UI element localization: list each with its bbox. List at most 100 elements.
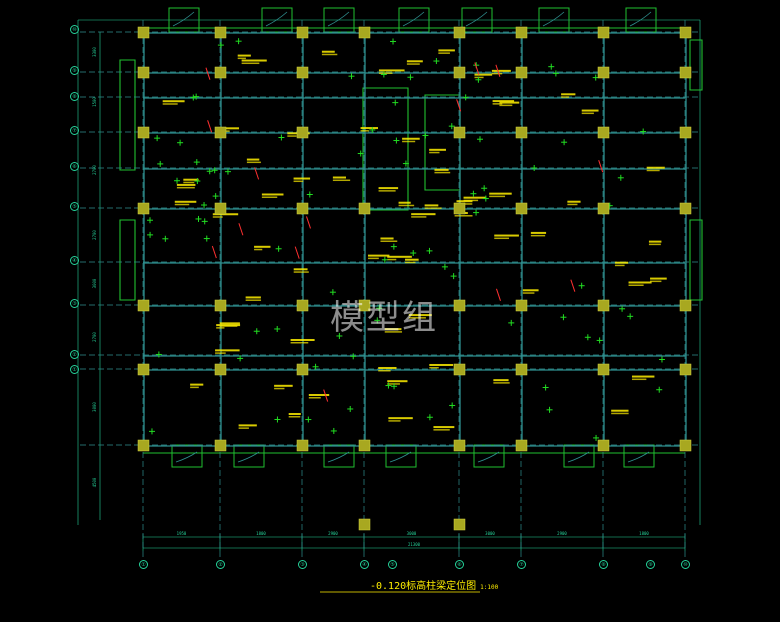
wall-outline [362, 87, 409, 211]
beam-annotation [183, 178, 199, 181]
beam-annotation [332, 179, 351, 182]
structural-column [296, 126, 309, 139]
structural-column [137, 126, 150, 139]
dim-text-left: 1500 [92, 97, 97, 107]
beam-annotation [274, 384, 293, 387]
grid-bubble-row: ③ [70, 299, 79, 308]
structural-column [453, 518, 466, 531]
grid-bubble-col: ⑤ [388, 560, 397, 569]
beam-annotation [463, 199, 479, 202]
beam-annotation [212, 216, 223, 218]
drawing-scale: 1:100 [480, 584, 499, 591]
wall-outline [119, 219, 136, 301]
beam-annotation [494, 234, 519, 237]
beam-annotation [378, 366, 397, 369]
grid-bubble-row: ② [70, 350, 79, 359]
beam-annotation [438, 49, 455, 52]
dim-text-bottom: 3000 [485, 531, 495, 536]
beam-annotation [398, 204, 415, 207]
structural-column [597, 66, 610, 79]
beam-annotation [290, 338, 315, 341]
grid-bubble-row: ⑦ [70, 126, 79, 135]
dim-text-bottom: 1800 [256, 531, 266, 536]
beam-annotation [646, 169, 660, 172]
window-arc-top [402, 11, 425, 27]
beam-annotation [611, 412, 629, 415]
beam-annotation [288, 413, 301, 416]
beam-annotation [368, 257, 379, 260]
beam-annotation [530, 234, 546, 237]
structural-column [214, 126, 227, 139]
structural-column [296, 363, 309, 376]
beam-annotation [611, 409, 629, 412]
beam-annotation [287, 135, 297, 137]
structural-column [453, 202, 466, 215]
beam-annotation [424, 204, 439, 207]
beam-annotation [387, 380, 408, 383]
beam-annotation [522, 289, 539, 292]
beam-annotation [561, 93, 576, 96]
grid-bubble-row: ⑩ [70, 25, 79, 34]
dim-text-left: 2700 [92, 165, 97, 175]
beam-annotation [254, 245, 271, 248]
beam-annotation [434, 171, 451, 174]
structural-column [214, 299, 227, 312]
window-arc-top [172, 11, 195, 27]
beam-annotation [438, 52, 450, 54]
beam-annotation [219, 325, 238, 327]
beam-annotation [489, 192, 512, 195]
window-bay-bottom [563, 444, 595, 468]
beam-annotation [408, 317, 426, 319]
beam-annotation [405, 261, 416, 264]
structural-column [358, 26, 371, 39]
beam-annotation [429, 151, 440, 154]
grid-bubble-col: ① [139, 560, 148, 569]
structural-column [679, 126, 692, 139]
window-bay-top [261, 7, 293, 33]
structural-column [296, 202, 309, 215]
structural-column [453, 439, 466, 452]
window-bay-bottom [473, 444, 505, 468]
grid-bubble-col: ⑦ [517, 560, 526, 569]
structural-column [214, 66, 227, 79]
beam-annotation [561, 96, 570, 98]
beam-annotation [648, 243, 661, 246]
beam-annotation [650, 277, 667, 280]
tag-mark [323, 389, 329, 402]
beam-annotation [402, 140, 416, 143]
structural-column [453, 299, 466, 312]
beam-annotation [308, 396, 321, 399]
beam-annotation [429, 148, 446, 151]
tag-mark [306, 216, 311, 229]
window-bay-bottom [385, 444, 417, 468]
beam-annotation [581, 109, 599, 112]
beam-annotation [631, 375, 655, 378]
exterior-walls [119, 7, 703, 468]
tag-mark [495, 64, 501, 77]
window-bay-top [323, 7, 355, 33]
beam-annotation [402, 137, 420, 140]
structural-column [597, 126, 610, 139]
beam-annotation [522, 292, 535, 294]
beam-annotation [241, 62, 260, 65]
beam-annotation [378, 69, 405, 72]
structural-column [214, 363, 227, 376]
beam-annotation [378, 72, 393, 74]
structural-column [515, 202, 528, 215]
beam-annotation [384, 328, 402, 331]
beam-annotation [219, 322, 240, 325]
structural-column [137, 299, 150, 312]
window-arc-top [629, 11, 652, 27]
window-arc-bottom [567, 451, 590, 463]
beam-annotation [215, 349, 240, 352]
grid-bubble-col: ⑧ [599, 560, 608, 569]
beam-annotation [174, 203, 190, 206]
window-arc-bottom [175, 451, 198, 463]
beam-annotation [408, 314, 432, 317]
window-bay-bottom [623, 444, 655, 468]
beam-annotation [162, 100, 185, 103]
beam-annotation [290, 341, 309, 344]
structural-column [137, 66, 150, 79]
structural-column [358, 518, 371, 531]
